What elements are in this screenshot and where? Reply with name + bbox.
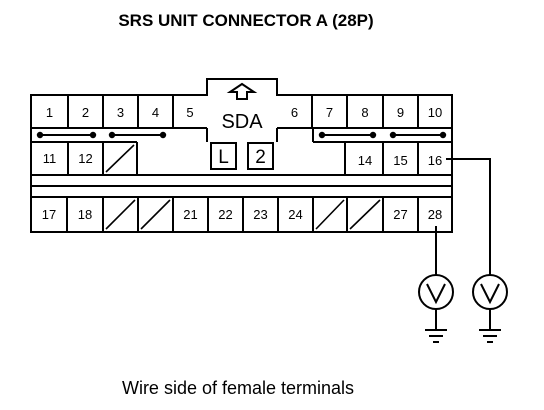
- terminal-3: 3: [117, 105, 124, 120]
- cell-dividers: [66, 95, 419, 232]
- ground-icon: [425, 329, 447, 343]
- shorting-bars: [36, 131, 447, 139]
- connector-outline: [30, 78, 453, 233]
- lock-box-left: [210, 142, 237, 170]
- voltmeter-1: [418, 274, 454, 343]
- voltmeter-2: [472, 274, 508, 343]
- probe-wires: [435, 158, 491, 276]
- up-arrow-icon: [226, 82, 258, 100]
- diagram-title: SRS UNIT CONNECTOR A (28P): [118, 11, 373, 30]
- terminal-8: 8: [361, 105, 368, 120]
- terminal-23: 23: [253, 207, 267, 222]
- terminal-11: 11: [43, 151, 57, 166]
- terminal-7: 7: [326, 105, 333, 120]
- terminal-10: 10: [428, 105, 442, 120]
- terminal-22: 22: [218, 207, 232, 222]
- terminal-5: 5: [186, 105, 193, 120]
- terminal-9: 9: [397, 105, 404, 120]
- terminal-17: 17: [42, 207, 56, 222]
- terminal-15: 15: [393, 153, 407, 168]
- terminal-18: 18: [78, 207, 92, 222]
- terminal-12: 12: [78, 151, 92, 166]
- lock-box-right-label: 2: [255, 147, 266, 168]
- terminal-1: 1: [46, 105, 53, 120]
- terminal-27: 27: [393, 207, 407, 222]
- terminal-4: 4: [152, 105, 159, 120]
- lock-box-left-label: L: [218, 147, 229, 168]
- ground-icon: [479, 329, 501, 343]
- caption: Wire side of female terminals: [122, 378, 354, 398]
- lock-box-right: [247, 142, 274, 170]
- voltmeter-1-symbol: [426, 283, 446, 305]
- voltmeter-2-symbol: [480, 283, 500, 305]
- terminal-14: 14: [358, 153, 372, 168]
- terminal-6: 6: [291, 105, 298, 120]
- terminal-28: 28: [428, 207, 442, 222]
- terminal-2: 2: [82, 105, 89, 120]
- terminal-24: 24: [288, 207, 302, 222]
- terminal-16: 16: [428, 153, 442, 168]
- unused-cell-marks: [105, 144, 381, 230]
- lock-label: SDA: [221, 111, 263, 133]
- terminal-21: 21: [183, 207, 197, 222]
